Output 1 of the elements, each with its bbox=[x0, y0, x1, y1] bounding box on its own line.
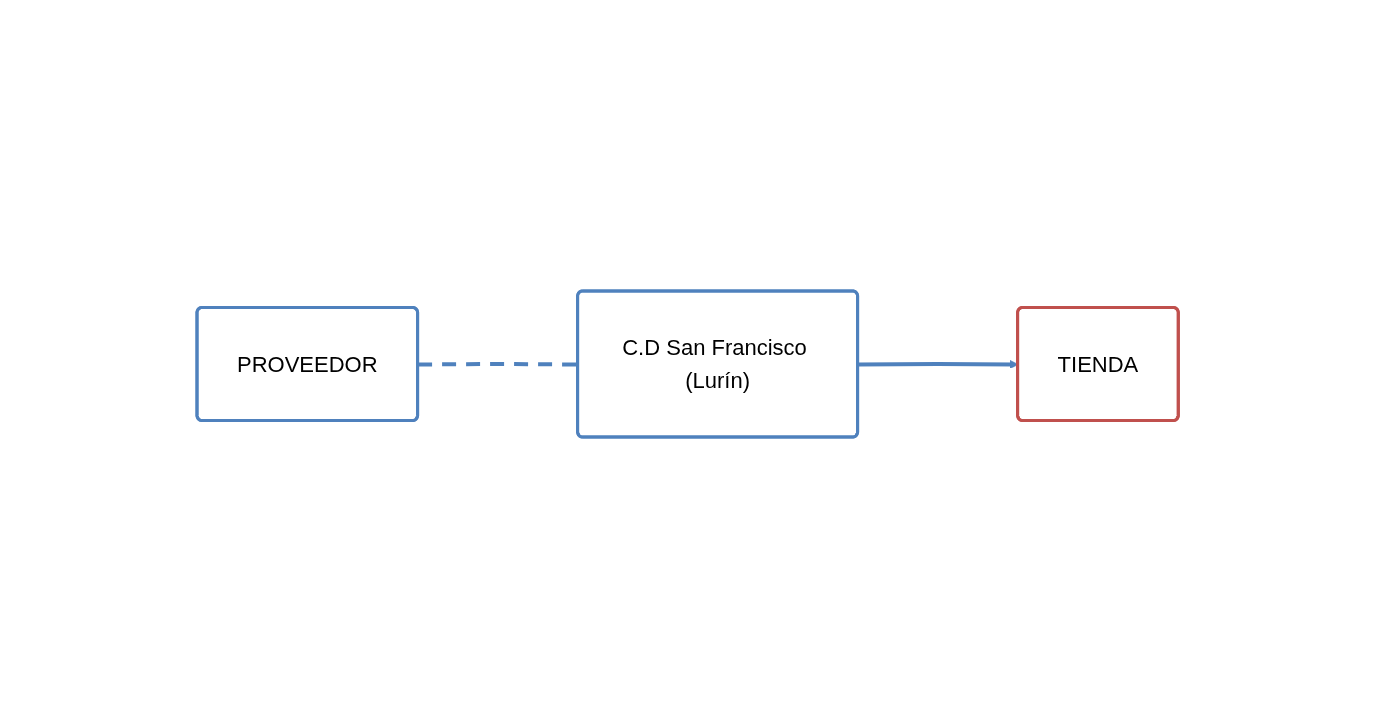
connector bbox=[417, 362, 578, 367]
